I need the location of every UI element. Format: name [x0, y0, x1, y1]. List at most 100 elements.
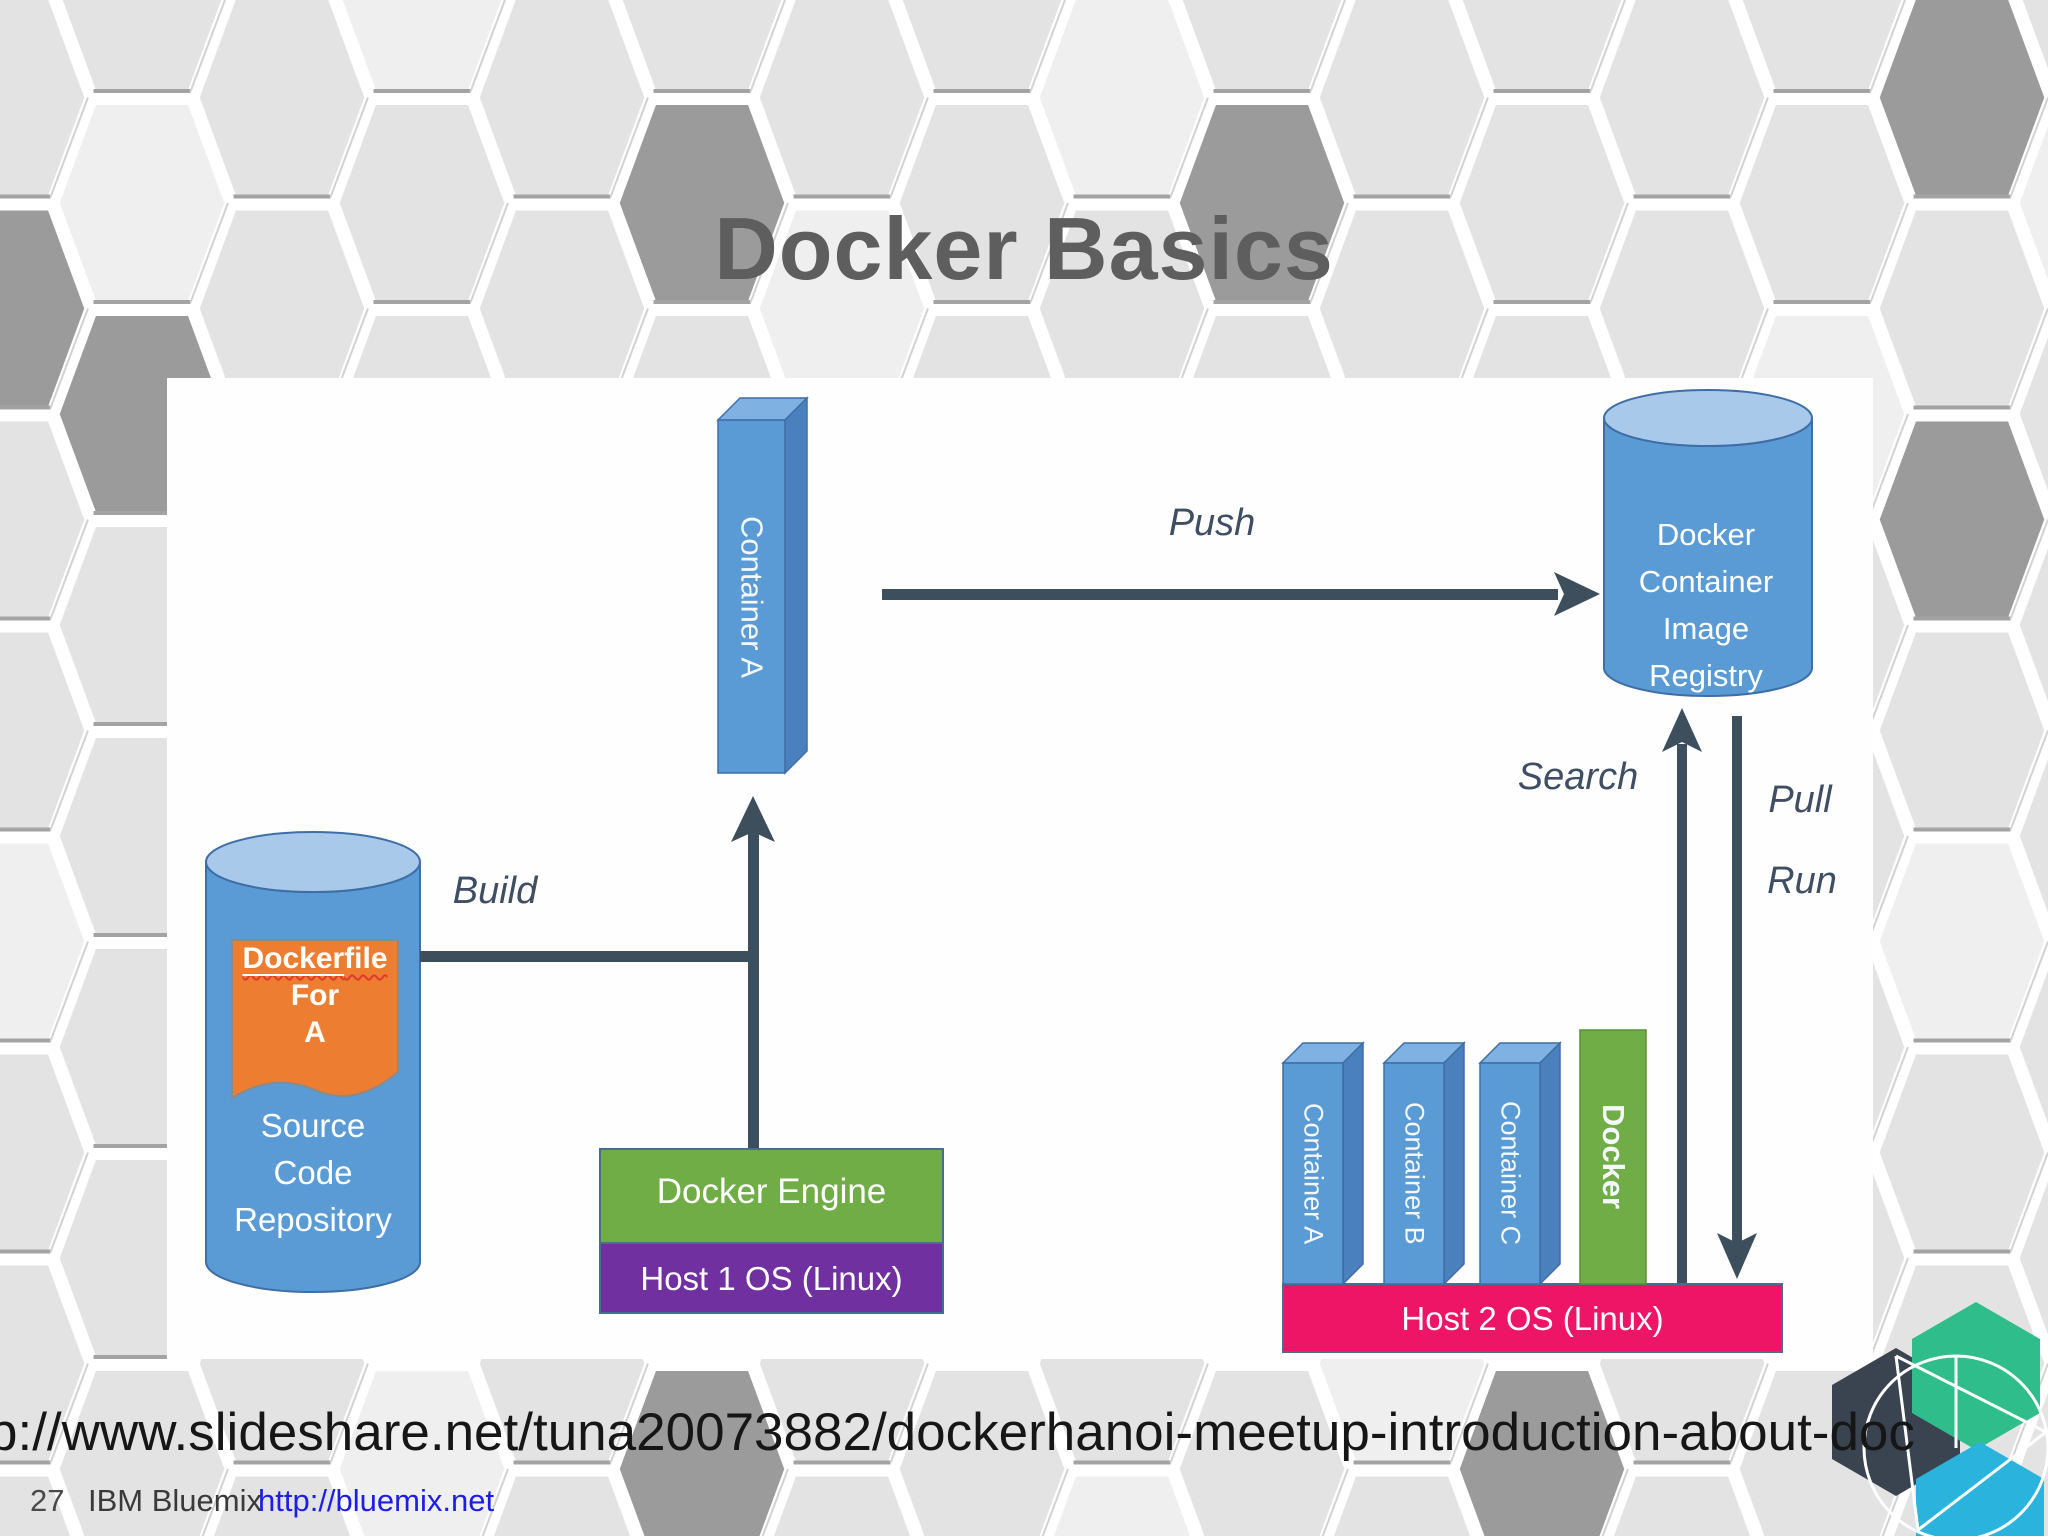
bluemix-link[interactable]: http://bluemix.net [258, 1483, 495, 1518]
container-a-label: Container A [734, 515, 770, 678]
hexagon-tile [2012, 739, 2048, 933]
dockerfile-word-part2: file [344, 942, 388, 975]
hexagon-tile [2012, 317, 2048, 511]
hexagon-tile [1735, 0, 1909, 97]
push-label: Push [1168, 502, 1256, 544]
hexagon-shadow [1309, 0, 1347, 92]
hexagon-tile [1175, 0, 1349, 97]
hexagon-shadow [481, 1468, 509, 1536]
hexagon-tile [1455, 0, 1629, 97]
dockerfile-word-part1: Docker [242, 942, 345, 975]
host1-os-box [599, 1242, 944, 1314]
hexagon-shadow [1449, 1363, 1489, 1464]
registry-label: Docker Container Image Registry [1638, 517, 1774, 693]
host1-os-label: Host 1 OS (Linux) [640, 1260, 903, 1297]
hexagon-shadow [49, 730, 89, 831]
hexagon-tile [895, 0, 1069, 97]
host2-container-c-label: Container C [1495, 1101, 1526, 1246]
hexagon-tile [1872, 625, 2048, 836]
hexagon-shadow [2009, 730, 2048, 831]
build-label: Build [452, 870, 538, 912]
hexagon-tile [615, 0, 789, 97]
hexagon-shadow [889, 97, 929, 198]
hexagon-tile [1046, 1469, 1198, 1536]
search-arrow [1662, 708, 1702, 1286]
hexagon-shadow [609, 1363, 649, 1464]
hexagon-shadow [2009, 97, 2048, 198]
hexagon-shadow [1869, 835, 1909, 936]
hexagon-shadow [609, 97, 649, 198]
host2-os-label: Host 2 OS (Linux) [1401, 1300, 1664, 1337]
hexagon-tile [1872, 414, 2048, 625]
dockerfile-word: Dockerfile [232, 940, 398, 977]
hexagon-shadow [1589, 0, 1627, 92]
hexagon-shadow [749, 202, 789, 303]
hexagon-tile [486, 1469, 638, 1536]
hexagon-tile [1872, 0, 2048, 203]
hexagon-shadow [1729, 1363, 1769, 1464]
hexagon-shadow [1309, 202, 1349, 303]
hexagon-shadow [2009, 308, 2048, 409]
hexagon-shadow [1321, 1468, 1349, 1536]
hexagon-shadow [1029, 0, 1067, 92]
docker-engine-label: Docker Engine [656, 1172, 887, 1211]
hexagon-shadow [889, 1363, 929, 1464]
hexagon-shadow [329, 1363, 369, 1464]
hexagon-shadow [1449, 97, 1489, 198]
build-arrow [420, 796, 775, 1150]
run-label: Run [1767, 860, 1837, 902]
search-label: Search [1517, 756, 1639, 798]
hexagon-shadow [469, 0, 507, 92]
pull-run-arrow [1717, 716, 1757, 1279]
brand-label: IBM Bluemix [88, 1483, 262, 1518]
hexagon-shadow [49, 1363, 89, 1464]
registry-cylinder [1603, 389, 1813, 697]
hexagon-tile [1872, 1047, 2048, 1258]
hexagon-tile [766, 1469, 918, 1536]
host2-container-a-box [1281, 1041, 1365, 1286]
hexagon-shadow [1869, 1257, 1909, 1358]
hexagon-tile [55, 0, 229, 97]
dockerfile-label: Dockerfile For A [232, 940, 398, 1051]
hexagon-shadow [1869, 1046, 1909, 1147]
hexagon-tile [2012, 950, 2048, 1144]
hexagon-shadow [1169, 1363, 1209, 1464]
hexagon-shadow [201, 1468, 229, 1536]
hexagon-tile [1326, 1469, 1478, 1536]
hexagon-shadow [1869, 0, 1907, 92]
hexagon-shadow [1029, 202, 1069, 303]
host2-container-a-label: Container A [1298, 1102, 1329, 1245]
hexagon-tile [1872, 836, 2048, 1047]
hexagon-shadow [49, 97, 89, 198]
hexagon-shadow [1041, 1468, 1069, 1536]
hexagon-shadow [761, 1468, 789, 1536]
hexagon-tile [335, 0, 509, 97]
container-a-box [716, 396, 809, 775]
hexagon-shadow [1589, 202, 1629, 303]
hexagon-shadow [329, 97, 369, 198]
source-repo-label: Source Code Repository [234, 1107, 392, 1238]
hexagon-shadow [49, 519, 89, 620]
hexagon-tile [2012, 106, 2048, 300]
hexagon-shadow [2009, 941, 2048, 1042]
host2-docker-label: Docker [1596, 1104, 1631, 1210]
hexagon-tile [2012, 1161, 2048, 1355]
docker-engine-box [599, 1148, 944, 1244]
push-arrow [882, 572, 1600, 616]
host2-container-c-box [1478, 1041, 1562, 1286]
hexagon-shadow [1169, 97, 1209, 198]
bluemix-logo [1832, 1302, 2048, 1536]
hexagon-shadow [49, 1152, 89, 1253]
hexagon-tile [0, 1469, 78, 1536]
page-number: 27 [30, 1483, 65, 1518]
hexagon-shadow [1869, 624, 1909, 725]
pull-label: Pull [1768, 779, 1832, 821]
hexagon-shadow [1601, 1468, 1629, 1536]
hexagon-shadow [1869, 202, 1909, 303]
hexagon-shadow [749, 0, 787, 92]
hexagon-tile [206, 1469, 358, 1536]
dockerfile-for: For [290, 979, 340, 1012]
host2-container-b-box [1382, 1041, 1466, 1286]
